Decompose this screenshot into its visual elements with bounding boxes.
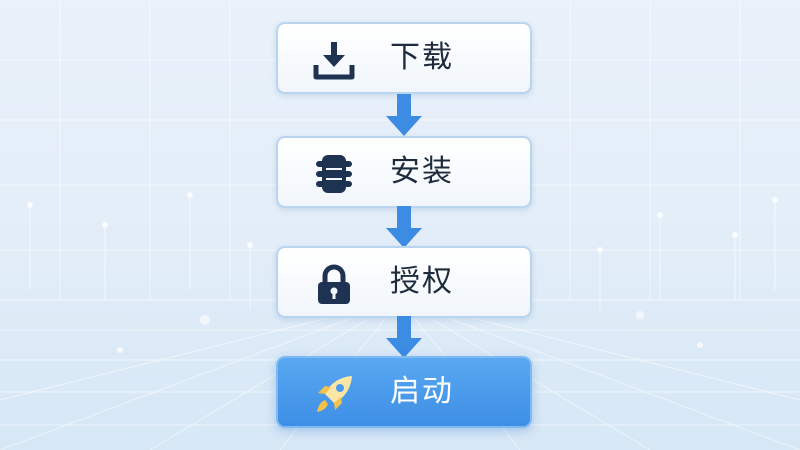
step-label: 启动 xyxy=(390,374,454,409)
step-label: 授权 xyxy=(390,264,454,299)
arrow-down-icon xyxy=(386,94,422,136)
chip-icon xyxy=(316,155,352,193)
padlock-icon xyxy=(318,264,350,304)
arrow-down-icon xyxy=(386,316,422,358)
step-label: 安装 xyxy=(390,154,454,189)
download-icon xyxy=(313,42,355,80)
arrow-down-icon xyxy=(386,206,422,248)
step-authorize[interactable]: 授权 xyxy=(276,246,532,318)
step-download[interactable]: 下载 xyxy=(276,22,532,94)
step-launch[interactable]: 启动 xyxy=(276,356,532,428)
step-install[interactable]: 安装 xyxy=(276,136,532,208)
rocket-icon xyxy=(317,376,352,412)
step-label: 下载 xyxy=(390,40,454,75)
